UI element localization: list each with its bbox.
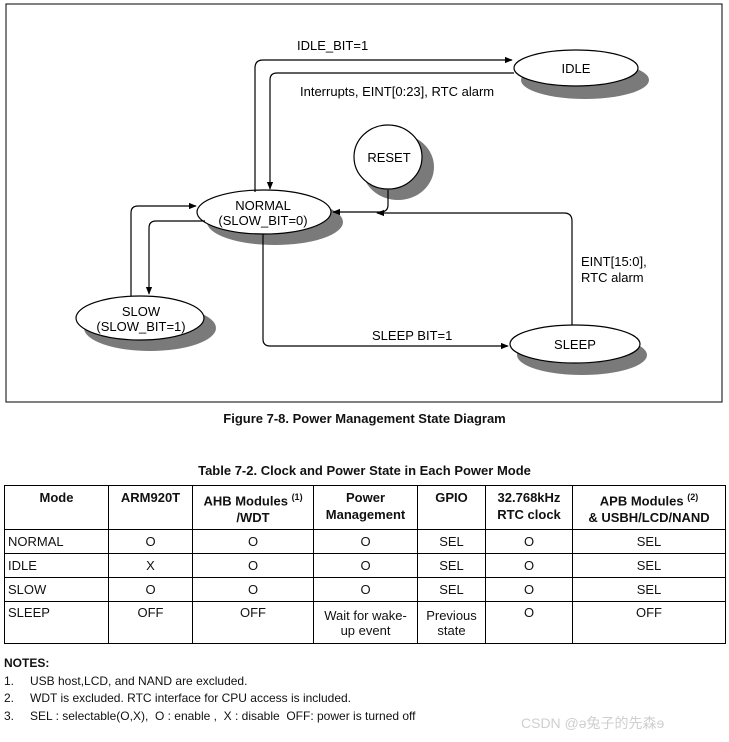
note-item: 1.USB host,LCD, and NAND are excluded. [4,673,248,688]
notes-section: NOTES: 1.USB host,LCD, and NAND are excl… [4,655,416,725]
figure-caption: Figure 7-8. Power Management State Diagr… [223,411,506,426]
sleep-state [509,324,641,364]
cell-rtc: O [485,577,573,602]
idle-state [513,49,639,87]
cell-ahb: O [192,553,314,578]
slow-state [75,295,205,341]
table-row: IDLE X O O SEL O SEL [4,553,726,578]
cell-arm: X [108,553,193,578]
header-apb: APB Modules (2)& USBH/LCD/NAND [572,485,726,530]
cell-mode: IDLE [4,553,109,578]
cell-arm: OFF [108,601,193,644]
header-mode: Mode [4,485,109,530]
cell-ahb: O [192,577,314,602]
arrow-normal-to-sleep [262,234,509,350]
cell-gpio: SEL [417,577,486,602]
cell-pm: O [313,529,418,554]
arrow-normal-to-idle [254,56,513,192]
header-ahb: AHB Modules (1)/WDT [192,485,314,530]
cell-apb: SEL [572,529,726,554]
diagram-frame [5,3,723,403]
sleep-label: SLEEP [554,337,596,352]
cell-apb: SEL [572,553,726,578]
cell-mode: SLEEP [4,601,109,644]
cell-pm: Wait for wake-up event [313,601,418,644]
power-state-diagram: IDLE RESET NORMAL (SLOW_BIT=0) SLOW (SLO… [5,3,723,403]
normal-label: NORMAL [235,198,291,213]
table-row: SLEEP OFF OFF Wait for wake-up event Pre… [4,601,726,644]
header-gpio: GPIO [417,485,486,530]
cell-ahb: OFF [192,601,314,644]
cell-pm: O [313,577,418,602]
cell-rtc: O [485,553,573,578]
watermark: CSDN @ə兔子的先森ɘ [521,715,665,731]
to-idle-label: IDLE_BIT=1 [297,38,368,53]
cell-gpio: SEL [417,529,486,554]
arrow-normal-to-slow [145,220,205,295]
cell-gpio: SEL [417,553,486,578]
to-sleep-label: SLEEP BIT=1 [372,328,452,343]
slow-sublabel: (SLOW_BIT=1) [96,319,185,334]
reset-label: RESET [367,150,410,165]
normal-sublabel: (SLOW_BIT=0) [218,213,307,228]
cell-apb: OFF [572,601,726,644]
cell-apb: SEL [572,577,726,602]
header-arm920t: ARM920T [108,485,193,530]
normal-state [196,189,332,235]
note-item: 3.SEL : selectable(O,X), O : enable , X … [4,708,416,723]
cell-rtc: O [485,529,573,554]
table-row: SLOW O O O SEL O SEL [4,577,726,602]
arrow-idle-to-normal [266,72,514,190]
cell-mode: SLOW [4,577,109,602]
arrow-sleep-to-normal [376,209,573,325]
from-sleep-label-2: RTC alarm [581,270,644,285]
slow-label: SLOW [122,304,161,319]
cell-arm: O [108,577,193,602]
table-caption: Table 7-2. Clock and Power State in Each… [198,463,531,478]
cell-rtc: O [485,601,573,644]
cell-mode: NORMAL [4,529,109,554]
from-idle-label: Interrupts, EINT[0:23], RTC alarm [300,84,494,99]
table-row: NORMAL O O O SEL O SEL [4,529,726,554]
idle-label: IDLE [562,61,591,76]
note-item: 2.WDT is excluded. RTC interface for CPU… [4,691,352,705]
from-sleep-label-1: EINT[15:0], [581,254,647,269]
arrow-slow-to-normal [130,202,197,296]
cell-ahb: O [192,529,314,554]
cell-pm: O [313,553,418,578]
reset-state [353,124,423,190]
cell-arm: O [108,529,193,554]
notes-title: NOTES: [4,656,50,670]
